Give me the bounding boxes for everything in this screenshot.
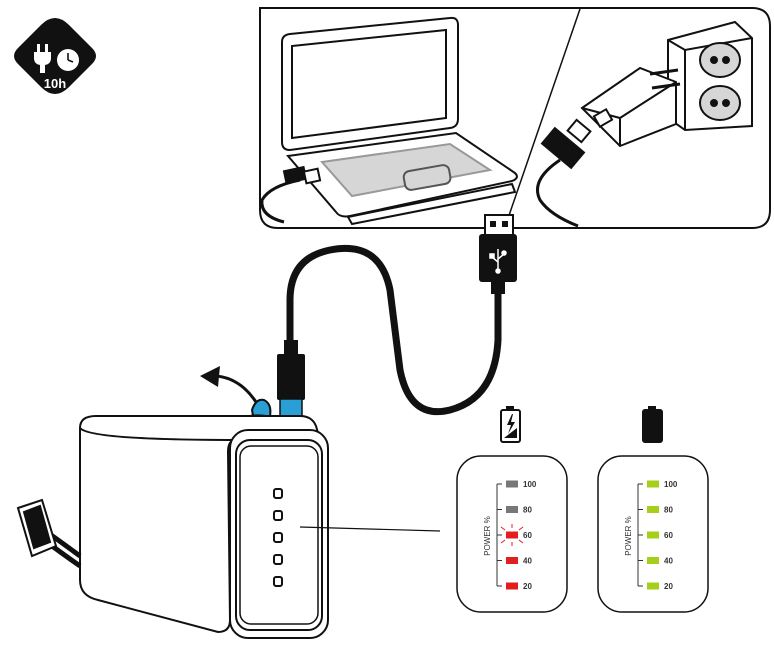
battery-full-icon bbox=[642, 406, 663, 443]
usb-c-tip bbox=[279, 398, 303, 418]
open-flap-arrow bbox=[200, 366, 258, 403]
level-indicator-20 bbox=[647, 582, 659, 590]
level-indicator-60 bbox=[647, 531, 659, 539]
charge-time-label: 10h bbox=[44, 76, 66, 91]
blink-marks bbox=[500, 524, 524, 546]
level-indicator-60 bbox=[506, 531, 518, 539]
battery-charging-icon bbox=[500, 406, 521, 443]
level-label: 40 bbox=[523, 557, 532, 566]
side-cable-connector bbox=[16, 498, 82, 569]
level-indicator-80 bbox=[647, 506, 659, 513]
wall-socket-icon bbox=[667, 20, 753, 132]
charge-time-badge: 10h bbox=[14, 18, 96, 94]
plug-icon bbox=[34, 44, 51, 73]
level-label: 100 bbox=[664, 480, 678, 489]
laptop-usb-cable bbox=[260, 165, 322, 224]
device-led-indicators bbox=[273, 488, 283, 587]
level-label: 20 bbox=[664, 582, 673, 591]
level-label: 60 bbox=[664, 531, 673, 540]
callout-line bbox=[299, 526, 441, 532]
power-bank bbox=[16, 415, 329, 639]
laptop-icon bbox=[281, 16, 518, 226]
gauge-axis-label: POWER % bbox=[624, 516, 633, 556]
level-label: 60 bbox=[523, 531, 532, 540]
usb-icon bbox=[489, 249, 507, 274]
usb-cable bbox=[277, 214, 517, 418]
usb-a-plug bbox=[479, 214, 517, 282]
level-label: 100 bbox=[523, 480, 537, 489]
level-indicator-20 bbox=[506, 582, 518, 590]
wall-charger-icon bbox=[580, 66, 681, 148]
level-label: 20 bbox=[523, 582, 532, 591]
level-label: 40 bbox=[664, 557, 673, 566]
gauge-axis-label: POWER % bbox=[483, 516, 492, 556]
level-label: 80 bbox=[664, 506, 673, 515]
power-sources-panel bbox=[259, 7, 771, 229]
charger-usb-cable bbox=[536, 118, 592, 228]
usb-c-plug bbox=[277, 340, 305, 418]
gauge-full: POWER % 100 80 60 40 20 bbox=[597, 455, 709, 613]
level-indicator-100 bbox=[647, 480, 659, 488]
level-label: 80 bbox=[523, 506, 532, 515]
level-indicator-40 bbox=[506, 557, 518, 564]
gauge-charging: POWER % 100 80 60 40 20 bbox=[456, 455, 568, 613]
level-indicator-80 bbox=[506, 506, 518, 513]
level-indicator-40 bbox=[647, 557, 659, 564]
clock-icon bbox=[57, 49, 79, 71]
level-indicator-100 bbox=[506, 480, 518, 488]
panel-divider bbox=[504, 8, 581, 228]
